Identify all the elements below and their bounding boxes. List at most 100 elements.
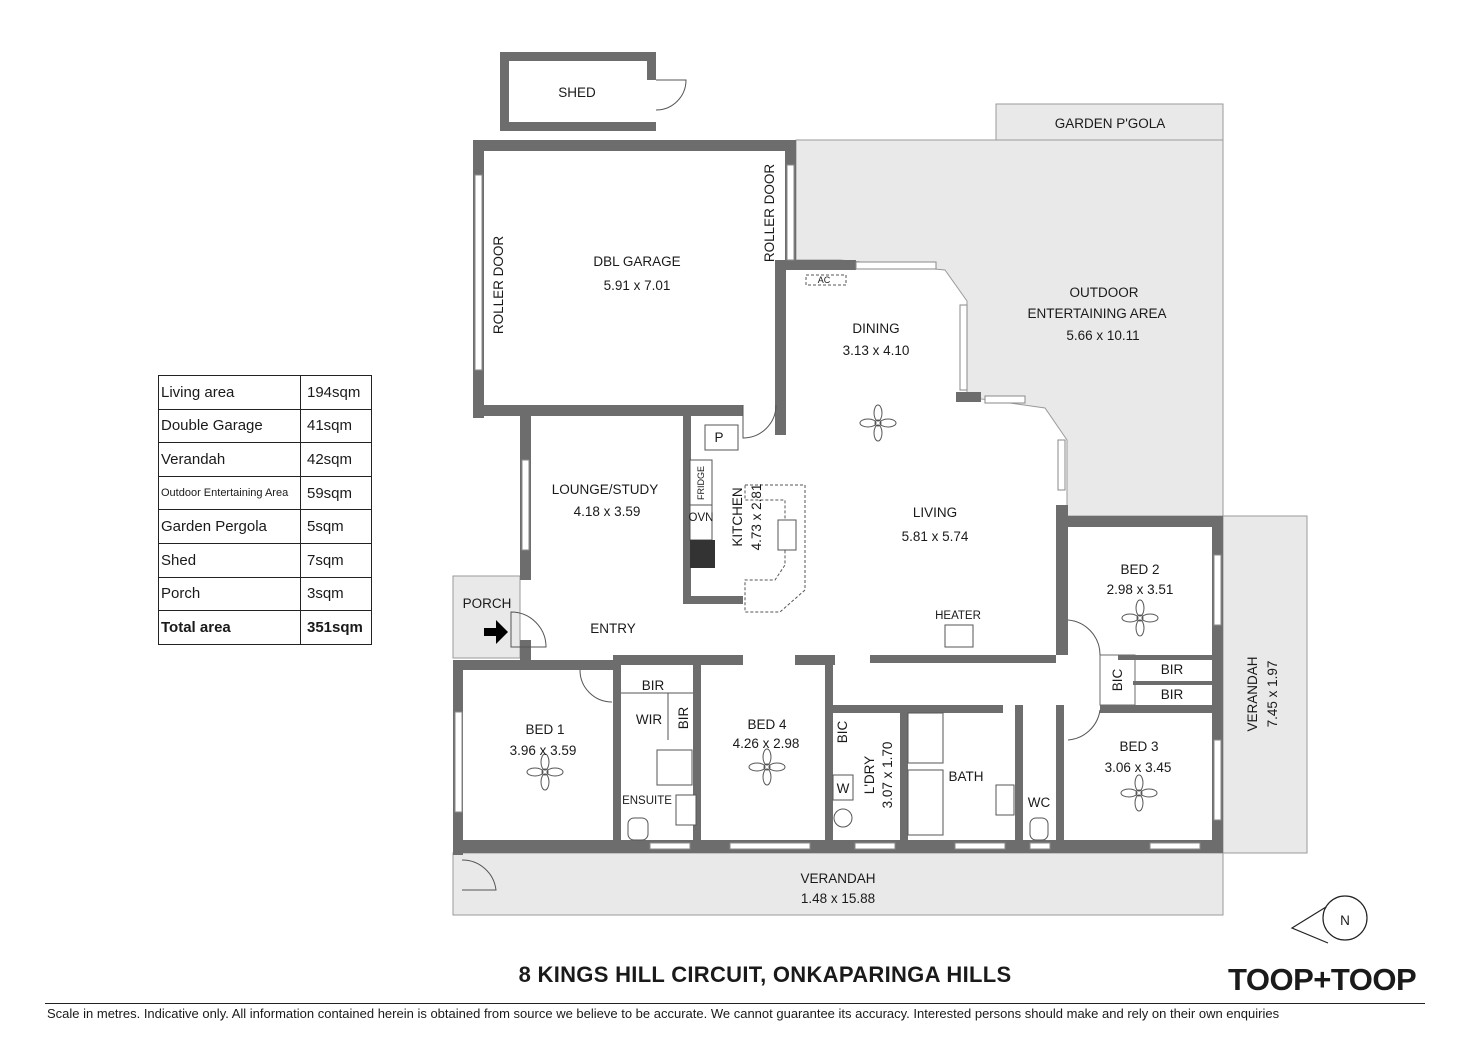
front-verandah-dims: 1.48 x 15.88 [801, 891, 875, 906]
heater-icon [944, 624, 974, 648]
garden-pergola-area [995, 103, 1224, 141]
kitchen-island [744, 484, 806, 613]
wir-label: WIR [636, 712, 662, 727]
living-dims: 5.81 x 5.74 [902, 529, 969, 544]
area-label: Double Garage [158, 408, 301, 444]
bed3-label: BED 3 [1119, 739, 1158, 754]
area-value: 7sqm [300, 542, 372, 578]
bed4-dims: 4.26 x 2.98 [733, 736, 800, 751]
bed1-label: BED 1 [525, 722, 564, 737]
kitchen-label: KITCHEN [730, 487, 745, 546]
bed1-dims: 3.96 x 3.59 [510, 743, 577, 758]
area-value: 42sqm [300, 442, 372, 477]
bic-bed4-label: BIC [835, 721, 850, 744]
area-value: 351sqm [300, 610, 372, 645]
area-value: 5sqm [300, 509, 372, 544]
area-label: Porch [158, 576, 301, 612]
area-label: Garden Pergola [158, 509, 301, 544]
porch-label: PORCH [463, 596, 512, 611]
bed4-label: BED 4 [747, 717, 787, 732]
footer-divider [45, 1003, 1425, 1004]
lounge-label: LOUNGE/STUDY [552, 482, 659, 497]
bir-bed2-label: BIR [1161, 662, 1184, 677]
front-verandah-area [452, 852, 1224, 916]
ensuite-label: ENSUITE [622, 795, 672, 807]
bath-vanity-icon [995, 784, 1015, 816]
bath-tub-icon [907, 769, 944, 836]
laundry-tub-icon [833, 808, 853, 828]
area-label: Verandah [158, 442, 301, 477]
area-label: Living area [158, 375, 301, 410]
shed-label: SHED [558, 85, 596, 100]
brand-logo: TOOP+TOOP [1228, 962, 1417, 997]
compass-icon: N [1290, 895, 1368, 944]
side-verandah-area [1222, 515, 1308, 854]
garage-dims: 5.91 x 7.01 [604, 278, 671, 293]
fridge-label: FRIDGE [696, 466, 706, 500]
fan-icon [1120, 774, 1158, 812]
wc-toilet-icon [1029, 817, 1049, 841]
front-verandah-label: VERANDAH [800, 871, 875, 886]
wc-label: WC [1028, 795, 1051, 810]
kitchen-sink-icon [777, 519, 797, 551]
area-label: Outdoor Entertaining Area [158, 475, 301, 511]
area-value: 194sqm [300, 375, 372, 410]
toilet-icon [627, 817, 649, 841]
bic-bed3-label: BIC [1110, 669, 1125, 692]
cooktop-icon [690, 540, 715, 568]
room-labels: SHED GARDEN P'GOLA DBL GARAGE 5.91 x 7.0… [463, 85, 1280, 906]
fan-icon [859, 404, 897, 442]
roller-door-left-label: ROLLER DOOR [491, 236, 506, 335]
bath-label: BATH [948, 769, 983, 784]
garden-pergola-label: GARDEN P'GOLA [1055, 116, 1166, 131]
area-label: Total area [158, 610, 301, 645]
laundry-dims: 3.07 x 1.70 [880, 742, 895, 809]
bir-bed1-label: BIR [642, 678, 665, 693]
washer-label: W [837, 781, 850, 796]
area-label: Shed [158, 542, 301, 578]
bir-vertical-label: BIR [676, 707, 691, 730]
bed3-dims: 3.06 x 3.45 [1105, 760, 1172, 775]
bir-bed3-label: BIR [1161, 687, 1184, 702]
outdoor-label-line1: OUTDOOR [1070, 285, 1139, 300]
compass-label: N [1340, 913, 1350, 928]
entry-label: ENTRY [590, 621, 636, 636]
side-verandah-label: VERANDAH [1245, 656, 1260, 731]
bath-shower-icon [907, 712, 944, 764]
roller-door-right-label: ROLLER DOOR [762, 164, 777, 263]
fan-icon [748, 748, 786, 786]
bed2-label: BED 2 [1120, 562, 1159, 577]
washer-icon [832, 774, 854, 801]
area-value: 41sqm [300, 408, 372, 444]
property-address-title: 8 KINGS HILL CIRCUIT, ONKAPARINGA HILLS [518, 962, 1012, 987]
garage-label: DBL GARAGE [593, 254, 680, 269]
ceiling-fans [526, 404, 1159, 812]
shower-icon [656, 749, 693, 786]
vanity-icon [675, 794, 697, 826]
kitchen-dims: 4.73 x 2.81 [749, 484, 764, 551]
pantry-cupboard [704, 424, 739, 451]
outdoor-label-line2: ENTERTAINING AREA [1027, 306, 1166, 321]
heater-label: HEATER [935, 610, 981, 622]
doors [461, 79, 1101, 891]
ac-unit-icon [805, 274, 847, 286]
fixtures [621, 274, 1212, 841]
entry-arrow-icon [484, 620, 508, 644]
porch-area [452, 575, 521, 659]
dining-dims: 3.13 x 4.10 [843, 343, 910, 358]
fan-icon [526, 753, 564, 791]
ac-label: AC [818, 275, 831, 285]
oven-label: OVN [689, 512, 714, 524]
pantry-label: P [714, 430, 723, 445]
area-value: 3sqm [300, 576, 372, 612]
laundry-label: L'DRY [862, 756, 877, 794]
fan-icon [1121, 599, 1159, 637]
lounge-dims: 4.18 x 3.59 [574, 504, 641, 519]
